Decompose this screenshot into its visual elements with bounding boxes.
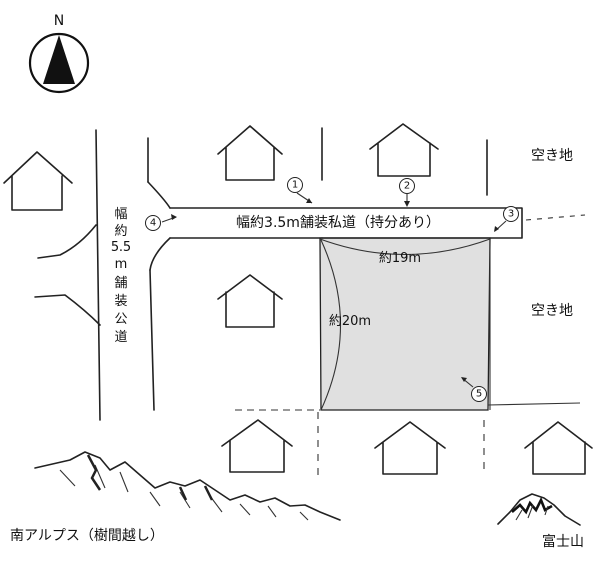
viewpoint-marker: 1: [287, 177, 313, 204]
public-road-char: 公: [114, 312, 127, 327]
svg-text:4: 4: [150, 218, 156, 229]
house-icon: [217, 125, 283, 181]
lot-width-label: 約19m: [379, 251, 421, 266]
southern-alps-label: 南アルプス（樹間越し）: [10, 528, 164, 544]
vacant-lot-label: 空き地: [531, 303, 573, 319]
public-road-char: 舗: [114, 276, 127, 291]
viewpoint-marker: 5: [461, 377, 487, 402]
house-icon: [221, 419, 293, 473]
public-road-char: 5: [123, 240, 131, 255]
house-icon: [3, 151, 73, 211]
house-icon: [524, 421, 593, 475]
lot-depth-label: 約20m: [329, 314, 371, 329]
public-road-char: 5: [111, 240, 119, 255]
mount-fuji-sketch: [497, 493, 581, 526]
public-road-west-edge: [95, 129, 101, 421]
viewpoint-marker: 3: [494, 206, 519, 232]
compass-north-label: N: [54, 13, 64, 29]
svg-text:1: 1: [292, 180, 298, 191]
lot-depth-dimension-arc: [320, 239, 342, 411]
private-road-corner-bottom: [149, 237, 171, 271]
public-road-label: 幅 約 5 . 5 m 舗 装 公 道: [111, 207, 131, 345]
lot-width-dimension-arc: [319, 238, 491, 256]
private-road-corner-top: [147, 181, 171, 209]
boundary-line: [487, 402, 581, 406]
public-road-char: m: [115, 257, 128, 272]
public-road-char: 装: [114, 294, 127, 309]
public-road-char: 道: [114, 330, 127, 345]
mount-fuji-label: 富士山: [542, 533, 584, 550]
svg-text:3: 3: [508, 209, 514, 220]
compass: N: [28, 13, 90, 94]
southern-alps-sketch: [34, 451, 341, 521]
public-road-char: .: [119, 240, 123, 255]
private-road-label: 幅約3.5m舗装私道（持分あり）: [236, 215, 440, 231]
house-icon: [217, 274, 283, 328]
private-road: 幅約3.5m舗装私道（持分あり）: [147, 181, 586, 271]
north-arrow-icon: [43, 35, 75, 84]
viewpoint-marker: 4: [145, 214, 177, 231]
public-road-char: 幅: [114, 207, 127, 222]
private-road-extension: [525, 214, 586, 221]
svg-text:2: 2: [404, 181, 410, 192]
public-road: 幅 約 5 . 5 m 舗 装 公 道: [95, 129, 155, 421]
public-road-char: 約: [114, 224, 127, 239]
house-icon: [369, 123, 439, 177]
vacant-lot-label: 空き地: [531, 148, 573, 164]
private-road-outline: [169, 207, 523, 239]
public-road-east-edge-lower: [149, 269, 155, 411]
house-icon: [374, 421, 446, 475]
side-street-upper-edge: [37, 224, 97, 259]
viewpoint-marker: 2: [399, 178, 415, 207]
side-street-lower-edge: [34, 294, 101, 326]
svg-text:5: 5: [476, 389, 482, 400]
